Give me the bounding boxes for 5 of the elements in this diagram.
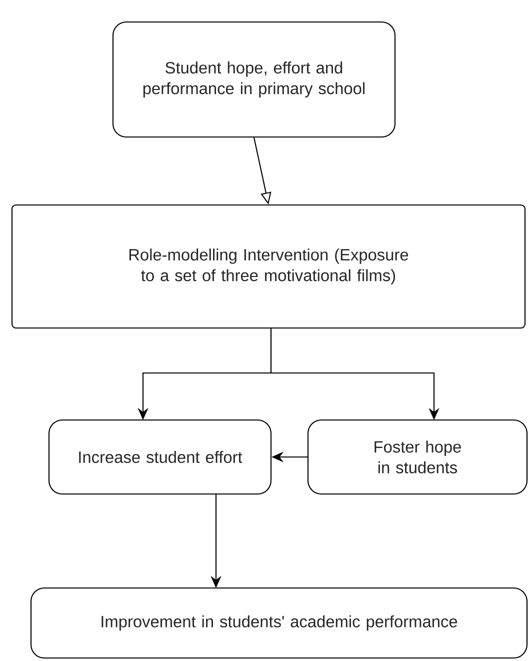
process-box: Increase student effort xyxy=(48,419,272,495)
process-box: Foster hope in students xyxy=(307,419,528,495)
process-box: Improvement in students' academic performance xyxy=(30,587,528,659)
process-box: Role-modelling Intervention (Exposure to a set of three motivational films) xyxy=(11,204,526,329)
process-box: Student hope, effort and performance in primary school xyxy=(112,21,396,138)
